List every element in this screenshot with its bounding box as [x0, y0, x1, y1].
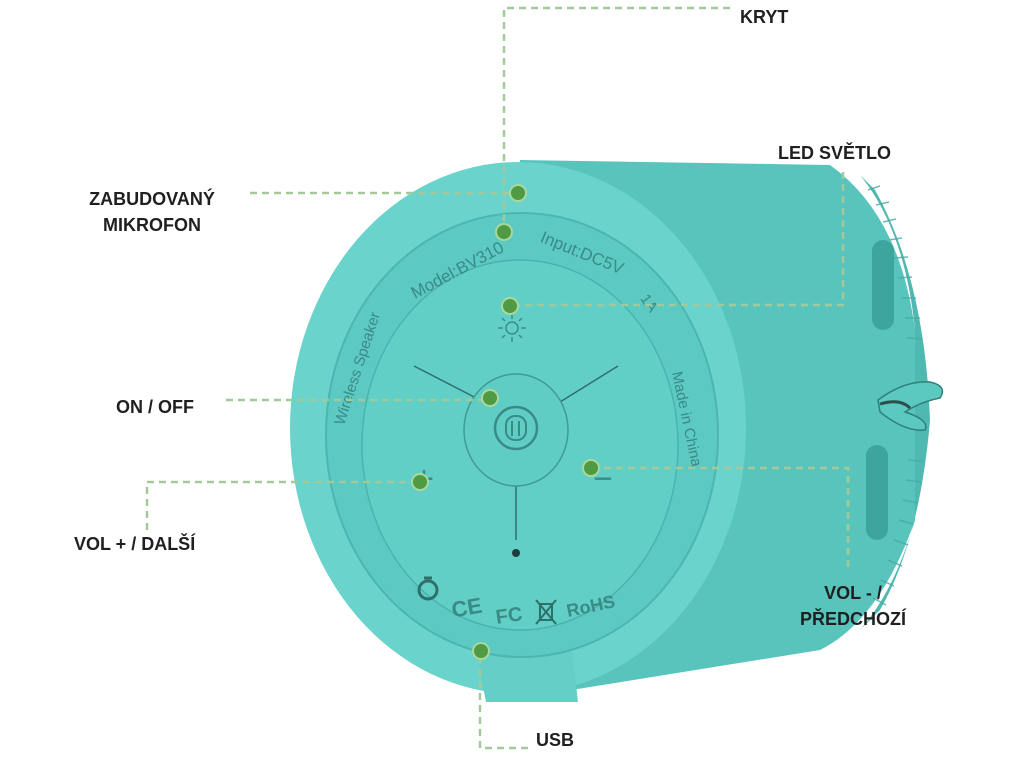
label-led: LED SVĚTLO — [778, 140, 891, 166]
weee-bin-icon — [536, 600, 556, 624]
label-microphone: ZABUDOVANÝ MIKROFON — [62, 186, 242, 238]
label-volume-down: VOL - / PŘEDCHOZÍ — [778, 580, 928, 632]
label-usb: USB — [536, 727, 574, 753]
label-microphone-line1: ZABUDOVANÝ — [62, 186, 242, 212]
label-volume-down-line1: VOL - / — [778, 580, 928, 606]
label-power: ON / OFF — [116, 394, 194, 420]
fcc-mark: FC — [494, 603, 523, 628]
label-volume-down-line2: PŘEDCHOZÍ — [778, 606, 928, 632]
ce-mark: CE — [449, 593, 483, 623]
label-microphone-line2: MIKROFON — [62, 212, 242, 238]
label-volume-up: VOL + / DALŠÍ — [74, 531, 195, 557]
label-cover: KRYT — [740, 4, 788, 30]
